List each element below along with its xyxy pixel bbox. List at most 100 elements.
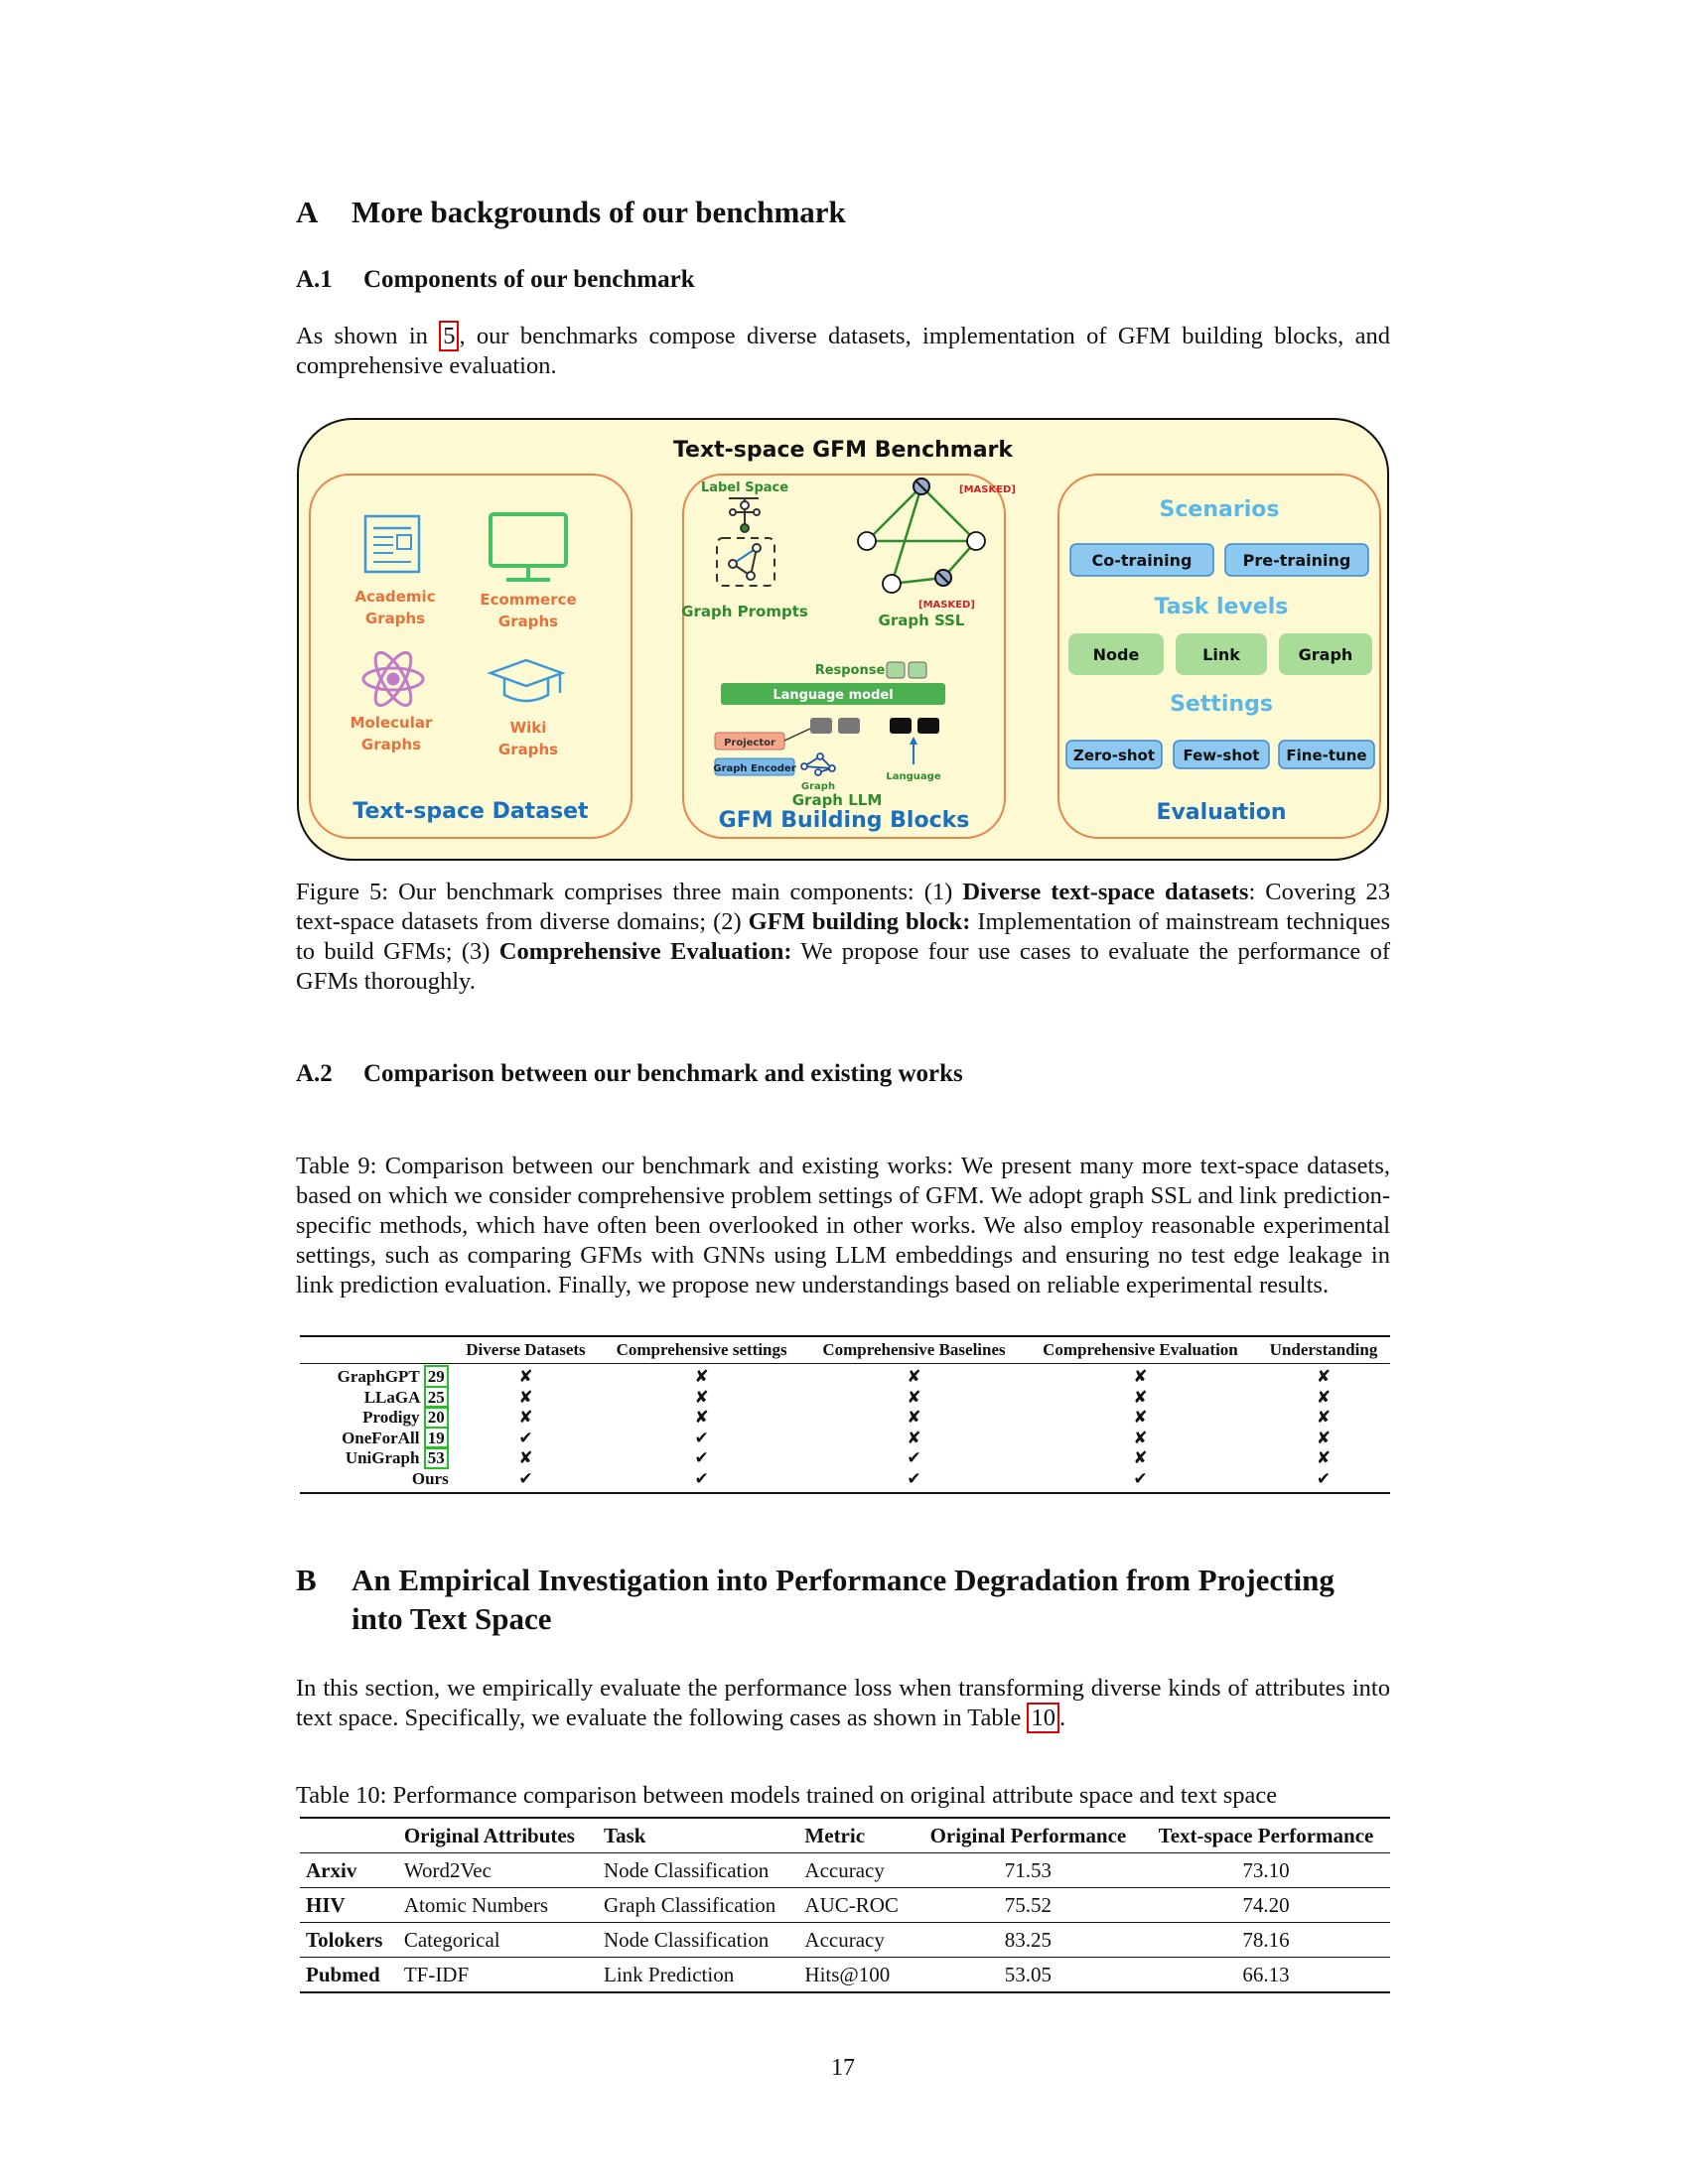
blocks-panel-label: GFM Building Blocks [719, 808, 970, 833]
table-cell: Accuracy [798, 1922, 914, 1958]
table-row: UniGraph 53✘✔✔✘✘ [300, 1446, 1390, 1469]
table10-header-cell: Task [604, 1823, 646, 1847]
table-cell: Arxiv [300, 1852, 398, 1888]
table-cell: 83.25 [914, 1922, 1142, 1958]
settings-title: Settings [1170, 692, 1273, 717]
citation-link[interactable]: 29 [423, 1365, 449, 1388]
citation-link[interactable]: 19 [423, 1426, 449, 1449]
table9-header-cell: Comprehensive Evaluation [1043, 1340, 1238, 1359]
table-cell: ✔ [907, 1448, 921, 1467]
dataset-item-2-line1: Molecular [351, 714, 433, 732]
citation-link[interactable]: 25 [423, 1385, 449, 1409]
scenario-chip-0 [1069, 543, 1214, 577]
table-cell: ✘ [1133, 1367, 1148, 1386]
table-cell: ✘ [1133, 1428, 1148, 1447]
table-cell: 71.53 [914, 1852, 1142, 1888]
table-cell: ✘ [518, 1448, 533, 1467]
table-cell: ✘ [518, 1367, 533, 1386]
figure-ref-link[interactable]: 5 [439, 321, 460, 351]
table-cell: ✘ [1133, 1387, 1148, 1407]
section-b-paragraph: In this section, we empirically evaluate… [296, 1675, 1390, 1733]
dataset-item-1-line2: Graphs [498, 613, 558, 630]
table-ref-link[interactable]: 10 [1027, 1703, 1059, 1733]
table-cell: 74.20 [1141, 1887, 1390, 1923]
table-cell: 78.16 [1141, 1922, 1390, 1958]
table-cell: ✔ [1133, 1468, 1148, 1488]
benchmark-figure: Text-space GFM Benchmark Academic Graphs… [297, 418, 1389, 861]
table-row: LLaGA 25✘✘✘✘✘ [300, 1385, 1390, 1409]
table-cell: LLaGA 25 [300, 1385, 453, 1409]
table9-header-row: Diverse Datasets Comprehensive settings … [300, 1336, 1390, 1364]
table-cell: GraphGPT 29 [300, 1364, 453, 1388]
citation-link[interactable]: 53 [423, 1446, 449, 1469]
dataset-panel-label: Text-space Dataset [352, 799, 589, 824]
table10-header-cell: Original Performance [929, 1823, 1127, 1847]
dataset-item-1-line1: Ecommerce [480, 591, 576, 609]
table-cell: Node Classification [598, 1852, 799, 1888]
task-chip-2-label: Graph [1299, 645, 1353, 664]
table-cell: ✘ [1316, 1448, 1332, 1467]
table9-caption: Table 9: Comparison between our benchmar… [296, 1153, 1390, 1298]
table-cell [300, 1818, 398, 1853]
table-cell: 73.10 [1141, 1852, 1390, 1888]
figure-caption: Figure 5: Our benchmark comprises three … [296, 879, 1390, 995]
table-cell: ✘ [694, 1408, 709, 1427]
comparison-table: Diverse Datasets Comprehensive settings … [300, 1335, 1390, 1494]
table-cell: ✘ [907, 1387, 921, 1407]
scenario-chip-0-label: Co-training [1092, 551, 1193, 570]
label-space-graph-icon [729, 497, 761, 533]
small-graph-icon [800, 752, 836, 776]
table-row: Prodigy 20✘✘✘✘✘ [300, 1406, 1390, 1429]
table-cell: HIV [300, 1887, 398, 1923]
table-cell: ✔ [694, 1428, 709, 1447]
projector-box [714, 732, 785, 751]
response-label: Response [815, 663, 886, 678]
table-row: Ours✔✔✔✔✔ [300, 1469, 1390, 1494]
table-cell: ✔ [907, 1468, 921, 1488]
table-cell: AUC-ROC [798, 1887, 914, 1923]
citation-link[interactable]: 20 [423, 1406, 449, 1429]
task-levels-title: Task levels [1155, 595, 1289, 619]
table10-header-row: Original Attributes Task Metric Original… [300, 1818, 1390, 1853]
language-token-1 [890, 718, 912, 734]
table-cell: Pubmed [300, 1957, 398, 1992]
table-cell: ✘ [1133, 1448, 1148, 1467]
table-cell: ✔ [518, 1468, 533, 1488]
graph-token-1 [810, 718, 832, 734]
table-cell: ✘ [1133, 1408, 1148, 1427]
table-cell: Hits@100 [798, 1957, 914, 1992]
table-cell: 53.05 [914, 1957, 1142, 1992]
table-cell: ✘ [1316, 1367, 1332, 1386]
task-chip-0-label: Node [1093, 645, 1140, 664]
graph-input-label: Graph [801, 781, 835, 792]
table-cell: Graph Classification [598, 1887, 799, 1923]
page-number: 17 [831, 2055, 855, 2081]
setting-chip-2-label: Fine-tune [1286, 747, 1366, 764]
label-space-text: Label Space [701, 480, 788, 495]
dataset-item-3-line2: Graphs [498, 741, 558, 758]
table-cell: Categorical [397, 1922, 598, 1958]
table10-header-cell: Text-space Performance [1158, 1823, 1374, 1847]
table-cell: UniGraph 53 [300, 1446, 453, 1469]
dataset-item-3-line1: Wiki [510, 719, 547, 737]
table9-header-cell: Comprehensive settings [616, 1340, 787, 1359]
table-cell: 75.52 [914, 1887, 1142, 1923]
dataset-panel [309, 474, 633, 839]
table-cell: ✘ [907, 1408, 921, 1427]
table-cell: Accuracy [798, 1852, 914, 1888]
table10-header-cell: Metric [804, 1823, 866, 1847]
table-cell: ✔ [694, 1468, 709, 1488]
table-cell: ✘ [1316, 1387, 1332, 1407]
table-cell: Atomic Numbers [397, 1887, 598, 1923]
graduation-cap-icon [487, 658, 566, 703]
table-cell: ✘ [1316, 1428, 1332, 1447]
table-cell: ✘ [907, 1428, 921, 1447]
atom-icon [361, 650, 425, 708]
table-cell: Prodigy 20 [300, 1406, 453, 1429]
language-model-bar [721, 683, 945, 705]
